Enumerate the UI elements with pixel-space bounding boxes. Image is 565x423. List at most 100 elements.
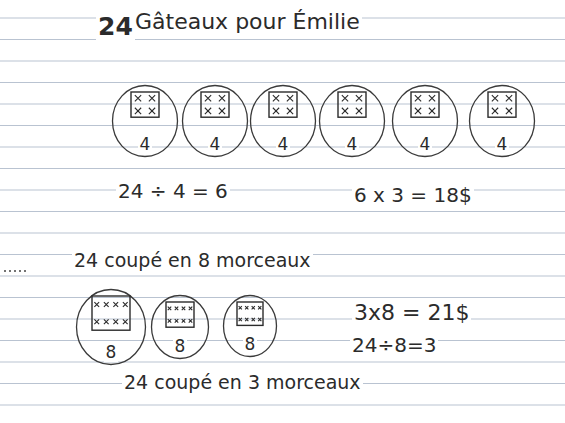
piece-mark <box>342 95 348 101</box>
cake-circle: 8 <box>150 294 210 360</box>
piece-mark <box>113 319 118 324</box>
piece-count: 4 <box>418 134 433 154</box>
piece-mark <box>135 108 141 114</box>
piece-mark <box>104 319 109 324</box>
piece-mark <box>175 307 179 311</box>
circle-outline <box>470 86 535 157</box>
circle-outline <box>320 86 385 157</box>
piece-mark <box>104 302 109 307</box>
piece-mark <box>135 95 141 101</box>
circle-outline <box>393 86 458 157</box>
piece-mark <box>273 108 279 114</box>
note-line: 24 coupé en 3 morceaux <box>122 372 363 394</box>
cake-square <box>269 92 297 117</box>
piece-count: 4 <box>495 134 510 154</box>
piece-count-row: 4 <box>318 135 386 154</box>
piece-count-row: 8 <box>222 335 278 354</box>
calculation: 24÷8=3 <box>350 334 438 357</box>
piece-mark <box>252 306 255 309</box>
piece-count: 8 <box>243 334 258 354</box>
cake-circle: 4 <box>181 84 249 158</box>
piece-mark <box>239 306 242 309</box>
cake-circle: 4 <box>468 84 536 158</box>
piece-mark <box>356 108 362 114</box>
cake-square <box>338 92 366 117</box>
page-title: Gâteaux pour Émilie <box>133 9 362 34</box>
piece-count: 8 <box>173 336 188 356</box>
piece-mark <box>429 95 435 101</box>
circle-outline <box>113 86 178 157</box>
cake-square <box>92 296 130 330</box>
piece-count-row: 4 <box>181 135 249 154</box>
cake-square <box>237 302 263 325</box>
cake-circle: 4 <box>391 84 459 158</box>
piece-mark <box>205 108 211 114</box>
piece-mark <box>429 108 435 114</box>
piece-count: 4 <box>345 134 360 154</box>
cake-square <box>488 92 516 117</box>
piece-mark <box>245 318 248 321</box>
cake-circle: 8 <box>75 288 147 366</box>
piece-count-row: 4 <box>391 135 459 154</box>
piece-mark <box>252 318 255 321</box>
calculation: 3x8 = 21$ <box>352 300 471 325</box>
piece-mark <box>219 95 225 101</box>
piece-mark <box>506 95 512 101</box>
piece-mark <box>182 319 186 323</box>
piece-mark <box>149 108 155 114</box>
piece-mark <box>123 319 128 324</box>
cake-circle: 8 <box>222 294 278 358</box>
calculation: 6 x 3 = 18$ <box>352 184 474 207</box>
piece-mark <box>356 95 362 101</box>
piece-mark <box>219 108 225 114</box>
circle-outline <box>224 296 277 357</box>
piece-mark <box>189 307 193 311</box>
title-number: 24 <box>96 13 135 42</box>
piece-count: 8 <box>104 342 119 362</box>
piece-count: 4 <box>276 134 291 154</box>
piece-mark <box>287 108 293 114</box>
circle-outline <box>251 86 316 157</box>
piece-mark <box>113 302 118 307</box>
piece-mark <box>258 318 261 321</box>
circle-outline <box>77 290 146 365</box>
piece-mark <box>415 108 421 114</box>
piece-mark <box>168 319 172 323</box>
piece-count-row: 8 <box>150 337 210 356</box>
piece-mark <box>506 108 512 114</box>
cake-square <box>131 92 159 117</box>
piece-mark <box>168 307 172 311</box>
piece-mark <box>492 95 498 101</box>
piece-mark <box>182 307 186 311</box>
circle-outline <box>183 86 248 157</box>
piece-mark <box>273 95 279 101</box>
piece-mark <box>175 319 179 323</box>
note-line: 24 coupé en 8 morceaux <box>72 250 313 272</box>
piece-mark <box>94 319 99 324</box>
piece-mark <box>287 95 293 101</box>
piece-mark <box>492 108 498 114</box>
piece-mark <box>258 306 261 309</box>
piece-count-row: 4 <box>468 135 536 154</box>
cake-square <box>166 302 194 327</box>
piece-mark <box>245 306 248 309</box>
cake-circle: 4 <box>318 84 386 158</box>
circle-outline <box>152 296 209 359</box>
cake-circle: 4 <box>249 84 317 158</box>
piece-count-row: 4 <box>249 135 317 154</box>
piece-mark <box>342 108 348 114</box>
piece-count: 4 <box>138 134 153 154</box>
piece-mark <box>189 319 193 323</box>
piece-mark <box>94 302 99 307</box>
cake-square <box>411 92 439 117</box>
piece-mark <box>415 95 421 101</box>
margin-dots <box>4 270 26 272</box>
cake-square <box>201 92 229 117</box>
piece-mark <box>239 318 242 321</box>
piece-mark <box>149 95 155 101</box>
piece-count-row: 4 <box>111 135 179 154</box>
piece-mark <box>123 302 128 307</box>
piece-count: 4 <box>208 134 223 154</box>
